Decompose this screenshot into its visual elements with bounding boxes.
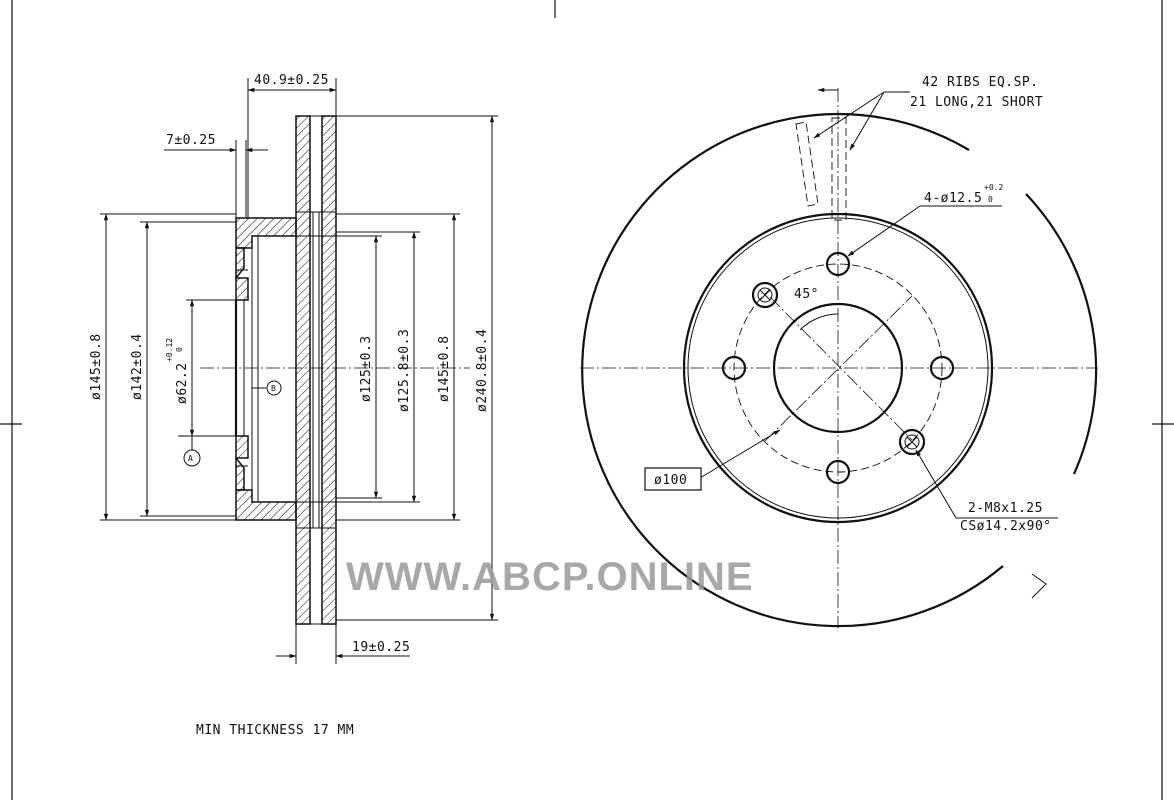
dim-overall-width: 40.9±0.25: [254, 73, 329, 88]
datum-a-label: A: [188, 454, 193, 463]
holes-tol-lower: 0: [988, 195, 993, 204]
datum-b-circle: [266, 380, 282, 396]
dim-hub-offset: 7±0.25: [166, 133, 216, 148]
holes-tol-upper: +0.2: [984, 183, 1003, 192]
threads-label-line1: 2-M8x1.25: [968, 501, 1043, 516]
bolt-hole-left: [721, 355, 747, 381]
dim-d62: ø62.2: [175, 362, 190, 404]
min-thickness-note: MIN THICKNESS 17 MM: [196, 723, 354, 738]
bolt-hole-top: [825, 251, 851, 277]
disc-outer-edge: [581, 113, 1004, 628]
side-dimensions: [100, 78, 498, 664]
threaded-hole-lower-right: [898, 428, 926, 456]
front-view: [580, 87, 1098, 628]
threads-label-line2: CSø14.2x90°: [960, 519, 1052, 534]
disc-plate-left: [295, 115, 311, 625]
side-section-view: [200, 115, 470, 625]
dim-d62-tol-lower: 0: [175, 347, 184, 352]
dim-d62-tol-upper: +0.12: [165, 338, 174, 362]
dim-d125: ø125±0.3: [359, 335, 374, 402]
bolt-hole-bottom: [825, 459, 851, 485]
side-dimension-labels: 40.9±0.25 7±0.25 19±0.25 ø145±0.8 ø142±0…: [89, 73, 490, 655]
front-view-labels: 42 RIBS EQ.SP. 21 LONG,21 SHORT 4-ø12.5 …: [654, 75, 1052, 534]
vent-ribs: [795, 117, 847, 221]
dim-d125-8: ø125.8±0.3: [397, 329, 412, 412]
dim-d240: ø240.8±0.4: [475, 329, 490, 412]
dim-d142: ø142±0.4: [130, 333, 145, 400]
pcd-label-box: [644, 467, 702, 491]
angle-label: 45°: [794, 287, 819, 302]
ribs-label-line1: 42 RIBS EQ.SP.: [922, 75, 1039, 90]
hat-bottom-arm: [235, 489, 297, 521]
dim-disc-width: 19±0.25: [352, 640, 410, 655]
dim-d145-right: ø145±0.8: [437, 335, 452, 402]
holes-label: 4-ø12.5: [924, 191, 982, 206]
datum-a-circle: [183, 449, 201, 467]
bolt-hole-right: [929, 355, 955, 381]
ribs-label-line2: 21 LONG,21 SHORT: [910, 95, 1043, 110]
hat-top-arm: [235, 217, 297, 249]
pcd-label: ø100: [654, 473, 687, 488]
datum-b-label: B: [271, 384, 276, 393]
dim-d145-left: ø145±0.8: [89, 333, 104, 400]
threaded-hole-upper-left: [751, 281, 779, 309]
watermark: WWW.ABCP.ONLINE: [346, 555, 754, 599]
disc-plate-right: [321, 115, 337, 625]
hat-outer-edge: [682, 212, 994, 524]
